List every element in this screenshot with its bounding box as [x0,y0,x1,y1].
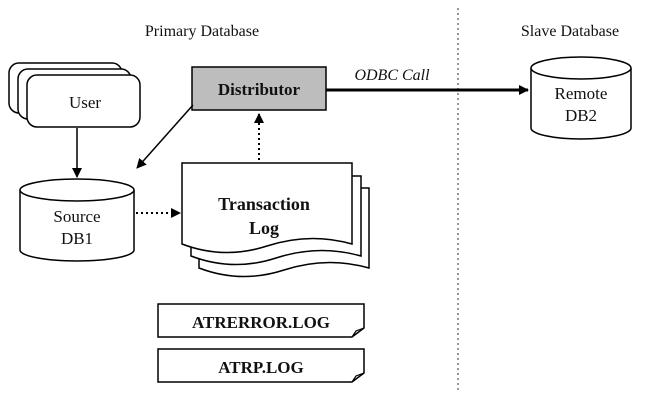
arrow-distributor-to-source [136,104,194,169]
transaction-log-label-line2: Log [249,218,279,238]
remote-db2-label-line1: Remote [555,84,608,103]
transaction-log-label-line1: Transaction [218,194,310,214]
atrp-log-label: ATRP.LOG [218,358,304,377]
source-db1-node: Source DB1 [19,178,135,262]
distributor-label: Distributor [218,80,301,99]
remote-db2-label-line2: DB2 [565,106,597,125]
primary-database-heading: Primary Database [145,23,259,40]
atrp-log-file: ATRP.LOG [157,348,365,383]
odbc-call-label: ODBC Call [354,67,430,84]
transaction-log-node: Transaction Log [181,162,370,278]
remote-db2-node: Remote DB2 [530,56,632,140]
user-node: User [8,62,141,128]
atrerror-log-label: ATRERROR.LOG [192,313,330,332]
source-db1-label-line1: Source [53,207,100,226]
atrerror-log-file: ATRERROR.LOG [157,303,365,338]
slave-database-heading: Slave Database [521,23,619,40]
distributor-node: Distributor [191,66,327,111]
user-label: User [69,93,101,112]
source-db1-label-line2: DB1 [61,229,93,248]
